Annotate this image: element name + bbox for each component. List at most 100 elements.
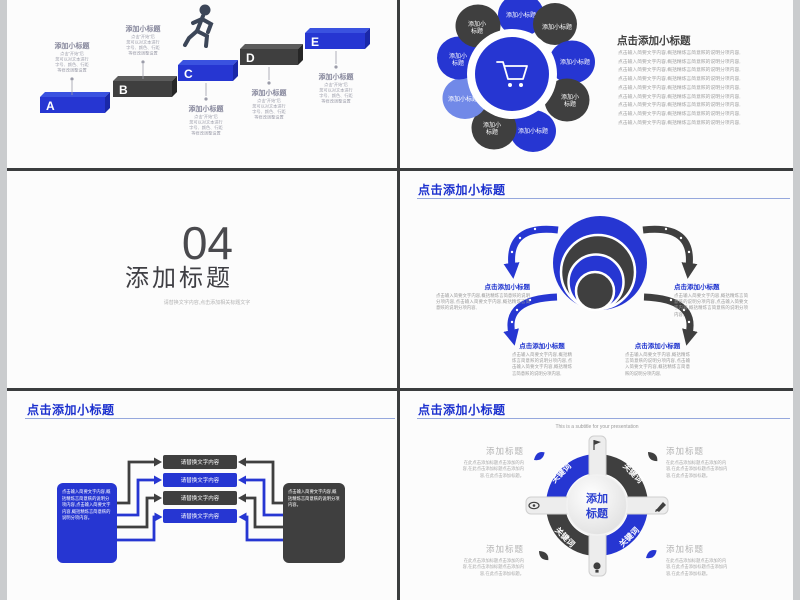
svg-text:E: E bbox=[311, 35, 319, 49]
petal bbox=[549, 40, 595, 84]
svg-text:添加: 添加 bbox=[586, 491, 608, 505]
item-heading: 点击添加小标题 bbox=[634, 343, 681, 350]
circle-item-bottom-left: 点击添加小标题 点击输入简要文字内容,概括精炼言简意赅的说明分项内容,点击输入简… bbox=[512, 340, 572, 377]
flow-right-box bbox=[283, 483, 345, 563]
petal bbox=[510, 110, 556, 152]
step-label-b: 添加小标题 点击“开始”后 您可以对文本进行 字号、颜色、行距 等修改调整设置 bbox=[126, 24, 162, 79]
svg-text:等修改调整设置: 等修改调整设置 bbox=[254, 114, 283, 121]
eye-icon bbox=[528, 501, 540, 510]
flag-icon bbox=[593, 440, 601, 450]
flow-connectors bbox=[117, 457, 283, 542]
step-block-b: B bbox=[113, 76, 177, 97]
corner-title: 添加标题 bbox=[485, 544, 524, 554]
item-heading: 点击添加小标题 bbox=[484, 284, 531, 291]
svg-text:标题: 标题 bbox=[585, 506, 609, 520]
section-number: 04 bbox=[181, 217, 233, 269]
slide-thumbnail-section-04[interactable]: 04 添加标题 请替换文字内容,点击添加相关标题文字 bbox=[7, 171, 397, 388]
svg-text:标题: 标题 bbox=[452, 59, 464, 67]
svg-text:添加小标题: 添加小标题 bbox=[448, 95, 478, 103]
body-line: 点击输入简要文字内容,概括精炼言简意赅的说明分项内容, bbox=[618, 68, 741, 74]
svg-text:添加小: 添加小 bbox=[449, 52, 467, 60]
section-title: 添加标题 bbox=[125, 265, 233, 292]
header-underline bbox=[25, 418, 395, 419]
svg-text:字号、颜色、行距: 字号、颜色、行距 bbox=[189, 124, 223, 131]
body-line: 点击输入简要文字内容,概括精炼言简意赅的说明分项内容, bbox=[618, 85, 741, 91]
slide-header: 点击添加小标题 bbox=[418, 403, 506, 417]
slide-thumbnail-steps[interactable]: A B C D bbox=[7, 0, 397, 168]
step-label-c: 添加小标题 点击“开始”后 您可以对文本进行 字号、颜色、行距 等修改调整设置 bbox=[189, 83, 224, 137]
svg-text:点击“开始”后: 点击“开始”后 bbox=[257, 97, 281, 104]
slide-header: 点击添加小标题 bbox=[27, 403, 115, 417]
slide-thumbnail-keyword-wheel[interactable]: 点击添加小标题 This is a subtitle for your pres… bbox=[400, 391, 793, 600]
svg-text:您可以对文本进行: 您可以对文本进行 bbox=[55, 56, 89, 63]
circle-item-left: 点击添加小标题 点击输入简要文字内容,概括精炼言简意赅的说明分项内容,点击输入简… bbox=[436, 281, 530, 312]
step-block-a: A bbox=[40, 92, 110, 113]
svg-text:您可以对文本进行: 您可以对文本进行 bbox=[319, 87, 353, 94]
svg-text:添加小标题: 添加小标题 bbox=[542, 23, 572, 31]
step-block-d: D bbox=[240, 44, 303, 65]
item-body: 点击输入简要文字内容,概括精炼言简意赅的说明分项内容,点击输入简要文字内容,概括… bbox=[512, 352, 572, 376]
flower-section-heading: 点击添加小标题 bbox=[617, 35, 691, 47]
center-circle bbox=[475, 37, 549, 111]
circle-item-bottom-right: 点击添加小标题 点击输入简要文字内容,概括精炼言简意赅的说明分项内容,点击输入简… bbox=[625, 340, 690, 377]
curved-arrow-upper-right bbox=[642, 225, 698, 279]
flow-bars: 请替换文字内容 请替换文字内容 请替换文字内容 请替换文字内容 bbox=[163, 455, 237, 523]
svg-text:添加小标题: 添加小标题 bbox=[518, 127, 548, 135]
slide-thumbnail-flower[interactable]: 添加小标题 添加小标题 添加小标题 添加小 标题 添加小标题 添加小 标题 添加… bbox=[400, 0, 793, 168]
svg-text:C: C bbox=[184, 67, 193, 81]
svg-text:字号、颜色、行距: 字号、颜色、行距 bbox=[319, 92, 353, 99]
item-heading: 点击添加小标题 bbox=[674, 284, 720, 291]
body-line: 点击输入简要文字内容,概括精炼言简意赅的说明分项内容, bbox=[618, 111, 741, 117]
body-line: 点击输入简要文字内容,概括精炼言简意赅的说明分项内容, bbox=[618, 94, 741, 100]
petal bbox=[533, 3, 577, 45]
corner-body: 在此点击添加标题点击添加的内容,在此点击添加标题点击添加内容,在此点击添加标题。 bbox=[462, 558, 524, 576]
flow-left-box-text: 点击输入简要文字内容,概括精炼言简意赅的说明分项内容,点击输入简要文字内容,概括… bbox=[62, 489, 111, 521]
slide-subtitle: This is a subtitle for your presentation bbox=[555, 424, 639, 430]
flowchart-diagram: 请替换文字内容 请替换文字内容 请替换文字内容 请替换文字内容 bbox=[57, 455, 345, 563]
svg-text:标题: 标题 bbox=[486, 128, 498, 136]
pen-icon bbox=[655, 502, 666, 512]
flow-bar bbox=[163, 473, 237, 487]
svg-text:您可以对文本进行: 您可以对文本进行 bbox=[252, 103, 286, 110]
svg-text:点击“开始”后: 点击“开始”后 bbox=[324, 81, 348, 88]
section-title-block: 04 添加标题 bbox=[7, 217, 233, 293]
curved-arrows bbox=[503, 225, 698, 346]
svg-text:请替换文字内容: 请替换文字内容 bbox=[181, 512, 220, 520]
wheel-quadrants bbox=[546, 454, 648, 556]
corner-title: 添加标题 bbox=[666, 446, 705, 456]
slide-thumbnail-circles[interactable]: 点击添加小标题 bbox=[400, 171, 793, 388]
corner-petals bbox=[534, 452, 658, 561]
corner-body: 在此点击添加标题点击添加的内容,在此点击添加标题点击添加内容,在此点击添加标题。 bbox=[462, 460, 524, 478]
center-title: 添加 标题 bbox=[585, 491, 609, 520]
item-body: 点击输入简要文字内容,概括精炼言简意赅的说明分项内容,点击输入简要文字内容,概括… bbox=[625, 352, 690, 376]
corner-body: 在此点击添加标题点击添加的内容,在此点击添加标题点击添加内容,在此点击添加标题。 bbox=[666, 460, 728, 478]
flow-bar bbox=[163, 509, 237, 523]
center-circle bbox=[566, 474, 628, 536]
step-label-e: 添加小标题 点击“开始”后 您可以对文本进行 字号、颜色、行距 等修改调整设置 bbox=[319, 51, 354, 105]
step-block-c: C bbox=[178, 60, 238, 81]
row-divider-1 bbox=[7, 168, 793, 171]
curved-arrow-upper-left bbox=[503, 225, 559, 279]
svg-text:请替换文字内容: 请替换文字内容 bbox=[181, 458, 220, 466]
flow-bar bbox=[163, 455, 237, 469]
svg-text:点击“开始”后: 点击“开始”后 bbox=[194, 113, 218, 120]
svg-text:等修改调整设置: 等修改调整设置 bbox=[128, 50, 157, 57]
circles-diagram bbox=[503, 216, 698, 346]
row-divider-2 bbox=[7, 388, 793, 391]
svg-text:字号、颜色、行距: 字号、颜色、行距 bbox=[126, 44, 160, 51]
petal bbox=[498, 0, 544, 37]
header-underline bbox=[417, 418, 790, 419]
body-line: 点击输入简要文字内容,概括精炼言简意赅的说明分项内容, bbox=[618, 51, 741, 56]
walking-person-icon bbox=[183, 4, 214, 48]
svg-text:添加小标题: 添加小标题 bbox=[126, 24, 162, 33]
svg-text:字号、颜色、行距: 字号、颜色、行距 bbox=[55, 61, 89, 68]
body-line: 点击输入简要文字内容,概括精炼言简意赅的说明分项内容, bbox=[618, 77, 741, 83]
step-block-e: E bbox=[305, 28, 370, 49]
slide-thumbnail-flowchart[interactable]: 点击添加小标题 bbox=[7, 391, 397, 600]
curved-arrow-lower-left bbox=[503, 293, 558, 346]
item-body: 点击输入简要文字内容,概括精炼言简意赅的说明分项内容,点击输入简要文字内容,概括… bbox=[674, 293, 748, 317]
wheel-corner-bottom-left: 添加标题 在此点击添加标题点击添加的内容,在此点击添加标题点击添加内容,在此点击… bbox=[462, 543, 524, 577]
petal bbox=[544, 78, 590, 122]
corner-title: 添加标题 bbox=[485, 446, 524, 456]
